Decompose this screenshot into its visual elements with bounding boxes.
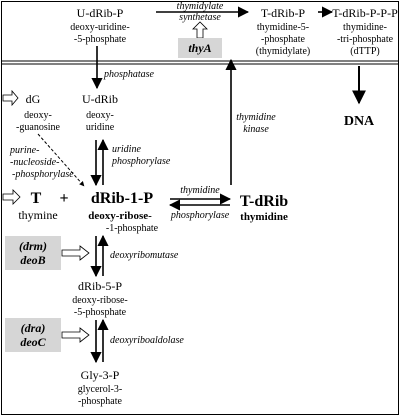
dg-name: dG [26, 92, 41, 106]
udrib-line1: deoxy- [86, 110, 114, 121]
thyA-gene-label: thyA [188, 41, 211, 55]
tdribp-name: T-dRib-P [261, 6, 306, 20]
thymidine-kinase-label-1: thymidine [236, 112, 276, 123]
phosphatase-label: phosphatase [103, 69, 155, 80]
udribp-line2: -5-phosphate [74, 34, 127, 45]
synthetase-label-2: synthetase [179, 12, 221, 23]
thymine-line1: thymine [18, 208, 57, 222]
plus-sign: + [59, 190, 68, 207]
drm-gene-line1: (drm) [19, 239, 47, 253]
dttp-line1: thymidine- [343, 22, 387, 33]
deoxyriboaldolase-label: deoxyriboaldolase [110, 335, 184, 346]
dra-gene-line2: deoC [20, 335, 46, 349]
thymine-input-hollow-arrow [2, 189, 21, 205]
tdrib-node: T-dRib thymidine [240, 193, 288, 223]
tdrib-line1: thymidine [240, 211, 288, 223]
udribp-name: U-dRib-P [77, 6, 124, 20]
drib1p-node: dRib-1-P deoxy-ribose- -1-phosphate [88, 190, 158, 234]
dg-input-hollow-arrow [2, 89, 19, 107]
drm-gene-box [5, 236, 61, 270]
dg-line2: -guanosine [16, 122, 60, 133]
drib5p-node: dRib-5-P deoxy-ribose- -5-phosphate [72, 279, 128, 318]
deoxyribomutase-label: deoxyribomutase [110, 250, 179, 261]
udribp-line1: deoxy-uridine- [70, 22, 129, 33]
thyA-hollow-arrow [192, 21, 208, 39]
udribp-node: U-dRib-P deoxy-uridine- -5-phosphate [70, 6, 129, 45]
uridine-phos-label-2: phosphorylase [111, 156, 171, 167]
udrib-name: U-dRib [82, 92, 118, 106]
drib1p-line1: deoxy-ribose- [88, 210, 152, 222]
synthetase-label-1: thymidylate [177, 1, 224, 12]
dg-node: dG deoxy- -guanosine [16, 92, 60, 133]
drib5p-line2: -5-phosphate [74, 307, 127, 318]
dra-gene-line1: (dra) [21, 321, 46, 335]
thymine-node: T + thymine [18, 190, 68, 222]
udrib-node: U-dRib deoxy- uridine [82, 92, 118, 133]
udrib-line2: uridine [86, 122, 115, 133]
dra-hollow-arrow [61, 327, 90, 343]
gly3p-name: Gly-3-P [81, 368, 120, 382]
dra-gene-box [5, 318, 61, 352]
drm-gene-line2: deoB [20, 253, 45, 267]
thymidine-phos-label-2: phosphorylase [170, 210, 230, 221]
gly3p-node: Gly-3-P glycerol-3- -phosphate [78, 368, 123, 407]
pnp-label-1: purine- [9, 145, 39, 156]
dashed-arrow-dg-to-drib1p [37, 133, 85, 187]
pnp-label-3: -phosphorylase [12, 169, 74, 180]
dttp-node: T-dRib-P-P-P thymidine- -tri-phosphate (… [332, 6, 398, 57]
tdribp-line1: thymidine-5- [257, 22, 309, 33]
tdrib-name: T-dRib [240, 193, 288, 210]
drib5p-line1: deoxy-ribose- [72, 295, 128, 306]
tdribp-line3: (thymidylate) [256, 46, 310, 57]
uridine-phos-label-1: uridine [112, 144, 141, 155]
dttp-line3: (dTTP) [350, 46, 379, 57]
dna-label: DNA [344, 114, 375, 129]
tdribp-node: T-dRib-P thymidine-5- -phosphate (thymid… [256, 6, 310, 57]
thymidine-kinase-label-2: kinase [243, 124, 269, 135]
thymidine-phos-label-1: thymidine [180, 185, 220, 196]
drm-hollow-arrow [61, 245, 90, 261]
drib5p-name: dRib-5-P [78, 279, 122, 293]
thyA-gene-box [178, 38, 222, 58]
drib1p-line2: -1-phosphate [106, 223, 159, 234]
dg-line1: deoxy- [24, 110, 52, 121]
pnp-label-2: -nucleoside- [10, 157, 59, 168]
tdribp-line2: -phosphate [261, 34, 305, 45]
dttp-name: T-dRib-P-P-P [332, 6, 398, 20]
thymine-name: T [31, 190, 42, 207]
drib1p-name: dRib-1-P [91, 190, 153, 207]
dttp-line2: -tri-phosphate [337, 34, 394, 45]
gly3p-line1: glycerol-3- [78, 384, 122, 395]
gly3p-line2: -phosphate [78, 396, 122, 407]
